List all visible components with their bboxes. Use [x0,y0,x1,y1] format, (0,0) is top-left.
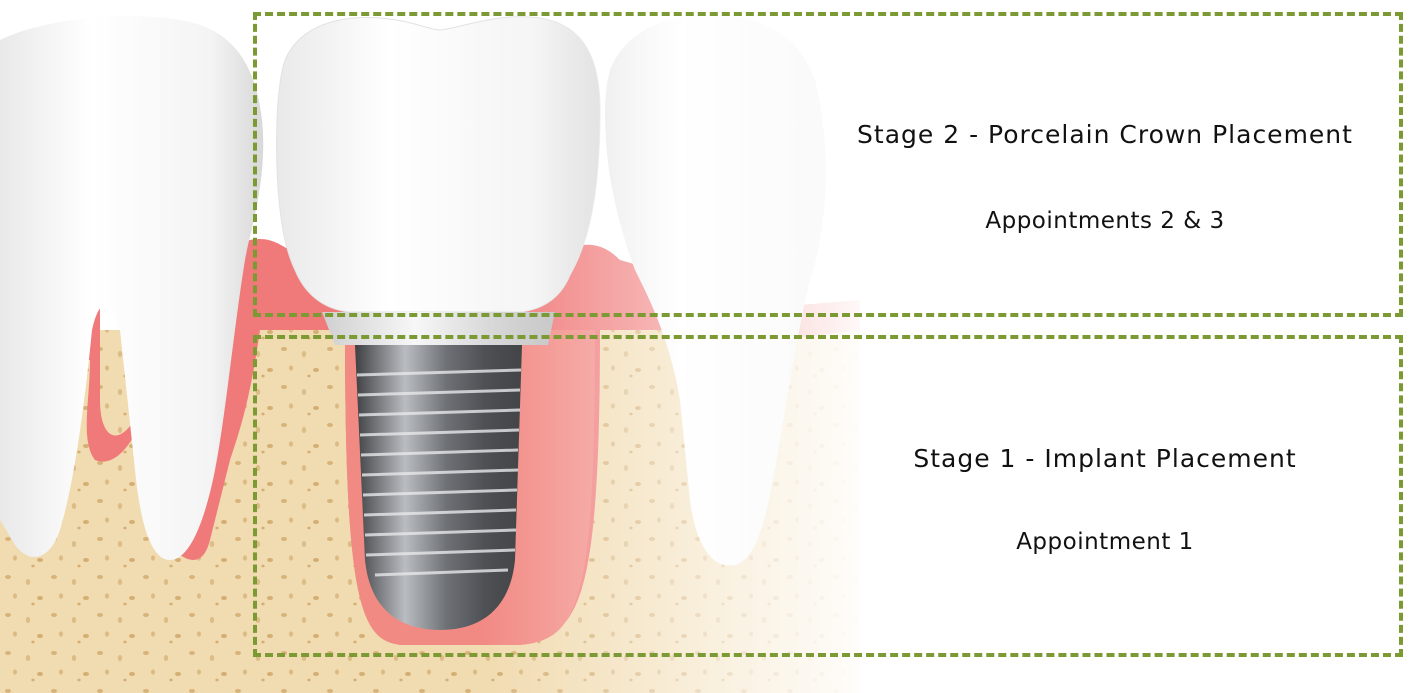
stage-2-title: Stage 2 - Porcelain Crown Placement [800,120,1410,149]
stage-1-box [253,335,1403,657]
stage-2-subtitle: Appointments 2 & 3 [800,208,1410,234]
stage-1-title: Stage 1 - Implant Placement [800,444,1410,473]
stage-1-subtitle: Appointment 1 [800,529,1410,555]
stage-2-box [253,12,1403,317]
